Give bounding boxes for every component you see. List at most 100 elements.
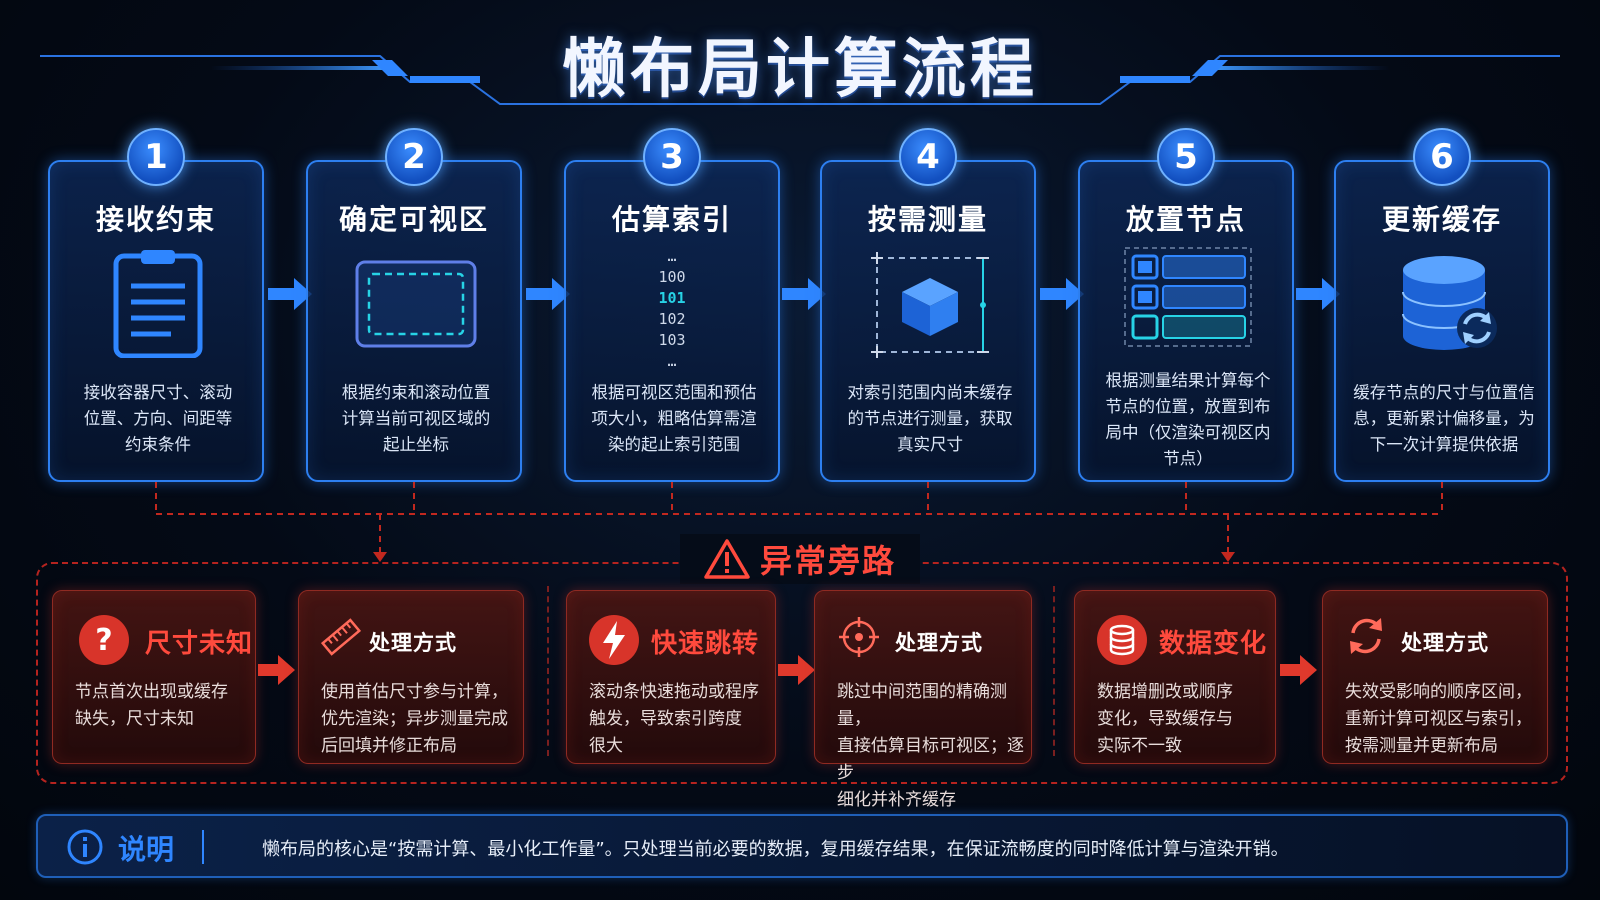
step-number-2: 2 xyxy=(385,128,443,186)
desc-line: 优先渲染；异步测量完成 xyxy=(321,709,508,729)
desc-line: 细化并补齐缓存 xyxy=(837,790,956,810)
desc-line: 节点的位置，放置到布 xyxy=(1105,397,1271,416)
ruler-icon xyxy=(321,618,361,656)
exception-handle-card: 处理方式 使用首估尺寸参与计算， 优先渲染；异步测量完成 后回填并修正布局 xyxy=(298,590,524,764)
exception-connector-lines xyxy=(155,482,1443,562)
desc-line: 重新计算可视区与索引， xyxy=(1345,709,1532,729)
warning-icon xyxy=(704,539,750,579)
desc-line: 跳过中间范围的精确测量， xyxy=(837,682,1007,729)
desc-line: 息，更新累计偏移量，为 xyxy=(1353,409,1535,428)
case-title: 数据变化 xyxy=(1159,629,1268,659)
handle-desc: 跳过中间范围的精确测量， 直接估算目标可视区；逐步 细化并补齐缓存 xyxy=(837,679,1031,814)
step-number-5: 5 xyxy=(1157,128,1215,186)
step-desc: 对索引范围内尚未缓存 的节点进行测量，获取 真实尺寸 xyxy=(836,380,1024,458)
page-title: 懒布局计算流程 xyxy=(562,33,1038,107)
step-title: 接收约束 xyxy=(95,203,216,236)
handle-desc: 失效受影响的顺序区间， 重新计算可视区与索引， 按需测量并更新布局 xyxy=(1345,679,1532,760)
desc-line: 实际不一致 xyxy=(1097,736,1182,756)
step-number-4: 4 xyxy=(899,128,957,186)
layout-rows-icon xyxy=(1124,247,1252,347)
arrow-right-icon xyxy=(268,278,312,310)
desc-line: 直接估算目标可视区；逐步 xyxy=(837,736,1024,783)
handle-title: 处理方式 xyxy=(1401,631,1489,655)
handle-desc: 使用首估尺寸参与计算， 优先渲染；异步测量完成 后回填并修正布局 xyxy=(321,679,508,760)
step-title: 按需测量 xyxy=(867,203,988,236)
arrow-right-icon xyxy=(778,655,815,685)
group-divider xyxy=(547,586,549,756)
desc-line: 局中（仅渲染可视区内 xyxy=(1105,423,1271,442)
index-item: 103 xyxy=(658,331,686,349)
exception-title-text: 异常旁路 xyxy=(759,542,896,580)
desc-line: 接收容器尺寸、滚动 xyxy=(83,383,233,402)
lightning-icon xyxy=(589,615,639,665)
arrow-right-icon xyxy=(1040,278,1084,310)
note-bar: 说明 懒布局的核心是“按需计算、最小化工作量”。只处理当前必要的数据，复用缓存结… xyxy=(36,814,1568,878)
desc-line: 节点首次出现或缓存 xyxy=(75,682,228,702)
index-item: 100 xyxy=(658,268,686,286)
case-desc: 节点首次出现或缓存 缺失，尺寸未知 xyxy=(75,679,228,733)
step-number-3: 3 xyxy=(643,128,701,186)
desc-line: 对索引范围内尚未缓存 xyxy=(847,383,1013,402)
desc-line: 的节点进行测量，获取 xyxy=(847,409,1013,428)
step-desc: 根据约束和滚动位置 计算当前可视区域的 起止坐标 xyxy=(322,380,510,458)
step-desc: 接收容器尺寸、滚动 位置、方向、间距等 约束条件 xyxy=(64,380,252,458)
step-card-1: 接收约束 接收容器尺寸、滚动 位置、方向、间距等 约束条件 xyxy=(48,160,264,482)
desc-line: 很大 xyxy=(589,736,623,756)
note-label: 说明 xyxy=(118,833,175,866)
step-title: 放置节点 xyxy=(1125,203,1246,236)
desc-line: 变化，导致缓存与 xyxy=(1097,709,1233,729)
step-title: 更新缓存 xyxy=(1381,203,1502,236)
desc-line: 数据增删改或顺序 xyxy=(1097,682,1233,702)
note-text: 懒布局的核心是“按需计算、最小化工作量”。只处理当前必要的数据，复用缓存结果，在… xyxy=(262,839,1289,860)
desc-line: 根据测量结果计算每个 xyxy=(1105,371,1271,390)
step-title: 估算索引 xyxy=(611,203,732,236)
step-desc: 根据可视区范围和预估 项大小，粗略估算需渲 染的起止索引范围 xyxy=(580,380,768,458)
desc-line: 触发，导致索引跨度 xyxy=(589,709,742,729)
exception-case-card: ? 尺寸未知 节点首次出现或缓存 缺失，尺寸未知 xyxy=(52,590,256,764)
step-card-2: 确定可视区 根据约束和滚动位置 计算当前可视区域的 起止坐标 xyxy=(306,160,522,482)
case-title: 快速跳转 xyxy=(651,629,760,659)
desc-line: 根据约束和滚动位置 xyxy=(341,383,491,402)
exception-case-card: 数据变化 数据增删改或顺序 变化，导致缓存与 实际不一致 xyxy=(1074,590,1276,764)
crosshair-icon xyxy=(839,617,879,657)
desc-line: 按需测量并更新布局 xyxy=(1345,736,1498,756)
case-desc: 滚动条快速拖动或程序 触发，导致索引跨度 很大 xyxy=(589,679,759,760)
desc-line: 下一次计算提供依据 xyxy=(1369,435,1519,454)
step-card-4: 按需测量 对索引范围内尚未缓存 的节点进行测量，获取 真实尺寸 xyxy=(820,160,1036,482)
exception-handle-card: 处理方式 跳过中间范围的精确测量， 直接估算目标可视区；逐步 细化并补齐缓存 xyxy=(814,590,1032,810)
handle-title: 处理方式 xyxy=(369,631,457,655)
index-item: … xyxy=(667,247,677,265)
desc-line: 起止坐标 xyxy=(383,435,449,454)
step-title: 确定可视区 xyxy=(338,203,489,236)
arrow-right-icon xyxy=(526,278,570,310)
index-item-highlight: 101 xyxy=(658,289,686,307)
exception-title: 异常旁路 xyxy=(680,534,920,584)
step-number-1: 1 xyxy=(127,128,185,186)
desc-line: 计算当前可视区域的 xyxy=(341,409,491,428)
desc-line: 真实尺寸 xyxy=(897,435,963,454)
exception-handle-card: 处理方式 失效受影响的顺序区间， 重新计算可视区与索引， 按需测量并更新布局 xyxy=(1322,590,1548,764)
step-desc: 缓存节点的尺寸与位置信 息，更新累计偏移量，为 下一次计算提供依据 xyxy=(1350,380,1538,458)
group-divider xyxy=(1053,586,1055,756)
index-item: … xyxy=(667,352,677,370)
desc-line: 根据可视区范围和预估 xyxy=(591,383,757,402)
info-icon xyxy=(67,829,103,865)
step-desc: 根据测量结果计算每个 节点的位置，放置到布 局中（仅渲染可视区内 节点） xyxy=(1094,368,1282,472)
desc-line: 缺失，尺寸未知 xyxy=(75,709,194,729)
arrow-right-icon xyxy=(782,278,826,310)
case-desc: 数据增删改或顺序 变化，导致缓存与 实际不一致 xyxy=(1097,679,1233,760)
index-list-icon: … 100 101 102 103 … xyxy=(566,246,778,372)
arrow-right-icon xyxy=(258,655,295,685)
desc-line: 滚动条快速拖动或程序 xyxy=(589,682,759,702)
index-item: 102 xyxy=(658,310,686,328)
desc-line: 失效受影响的顺序区间， xyxy=(1345,682,1532,702)
step-card-5: 放置节点 根据测量结果计算每个 节点的位置，放置到布 局中（仅渲染可视区内 节点… xyxy=(1078,160,1294,482)
database-icon xyxy=(1097,615,1147,665)
desc-line: 位置、方向、间距等 xyxy=(83,409,233,428)
desc-line: 节点） xyxy=(1163,449,1213,468)
clipboard-icon xyxy=(113,250,203,358)
desc-line: 后回填并修正布局 xyxy=(321,736,457,756)
desc-line: 缓存节点的尺寸与位置信 xyxy=(1353,383,1535,402)
measure-cube-icon xyxy=(871,252,989,358)
refresh-icon xyxy=(1350,618,1382,654)
